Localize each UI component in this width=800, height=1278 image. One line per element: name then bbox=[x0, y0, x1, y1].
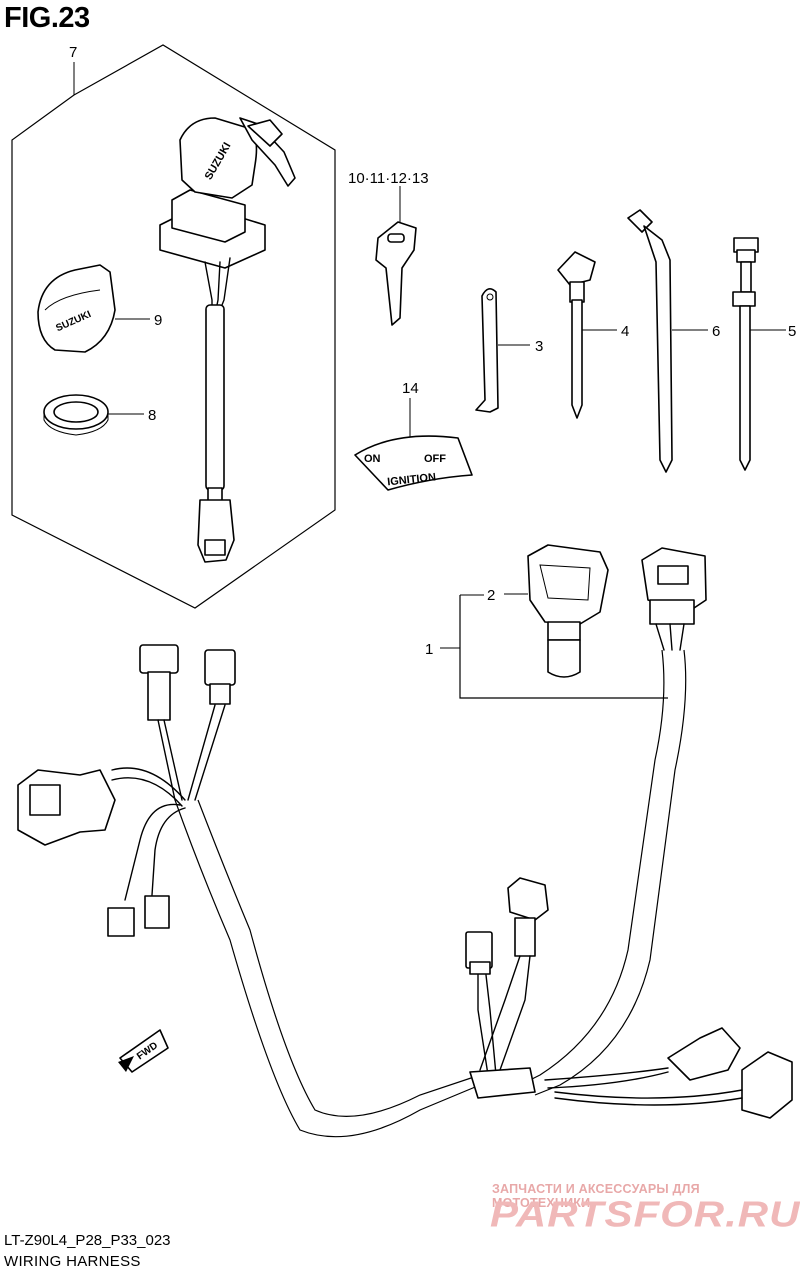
watermark-brand: PARTSFOR.RU bbox=[490, 1194, 800, 1234]
cable-tie-6: 6 bbox=[627, 209, 720, 473]
ignition-switch: SUZUKI bbox=[159, 117, 296, 563]
callout-2: 2 bbox=[487, 587, 495, 604]
callout-6: 6 bbox=[712, 323, 720, 340]
fwd-arrow-icon: FWD bbox=[118, 1029, 169, 1073]
ignition-switch-assembly: 7 SUZUKI SUZUKI 9 bbox=[11, 44, 336, 609]
figure-title: FIG.23 bbox=[4, 2, 90, 34]
figure-caption: WIRING HARNESS bbox=[4, 1253, 141, 1270]
band-clamp-4: 4 bbox=[557, 251, 629, 419]
callout-7: 7 bbox=[69, 44, 77, 61]
cable-tie-5: 5 bbox=[732, 237, 796, 471]
callout-8: 8 bbox=[148, 407, 156, 424]
key-blank: 10·11·12·13 bbox=[348, 170, 429, 326]
switch-cover-cap: SUZUKI 9 bbox=[37, 264, 162, 353]
ignition-plate: 14 ON OFF IGNITION bbox=[354, 380, 473, 491]
plate-off-text: OFF bbox=[424, 453, 446, 465]
callout-4: 4 bbox=[621, 323, 629, 340]
ring-nut: 8 bbox=[43, 394, 156, 436]
callout-10-13: 10·11·12·13 bbox=[348, 170, 429, 187]
callout-9: 9 bbox=[154, 312, 162, 329]
wiring-harness bbox=[17, 547, 793, 1138]
figure-code: LT-Z90L4_P28_P33_023 bbox=[4, 1232, 171, 1249]
callout-3: 3 bbox=[535, 338, 543, 355]
callout-14: 14 bbox=[402, 380, 419, 397]
plate-ignition-text: IGNITION bbox=[387, 471, 437, 488]
harness-bracket-1-2: 2 1 bbox=[425, 544, 668, 699]
clamp: 3 bbox=[475, 288, 543, 413]
callout-5: 5 bbox=[788, 323, 796, 340]
watermark-tagline: ЗАПЧАСТИ И АКСЕССУАРЫ ДЛЯ МОТОТЕХНИКИ bbox=[492, 1182, 700, 1210]
plate-on-text: ON bbox=[364, 453, 381, 465]
callout-1: 1 bbox=[425, 641, 433, 658]
